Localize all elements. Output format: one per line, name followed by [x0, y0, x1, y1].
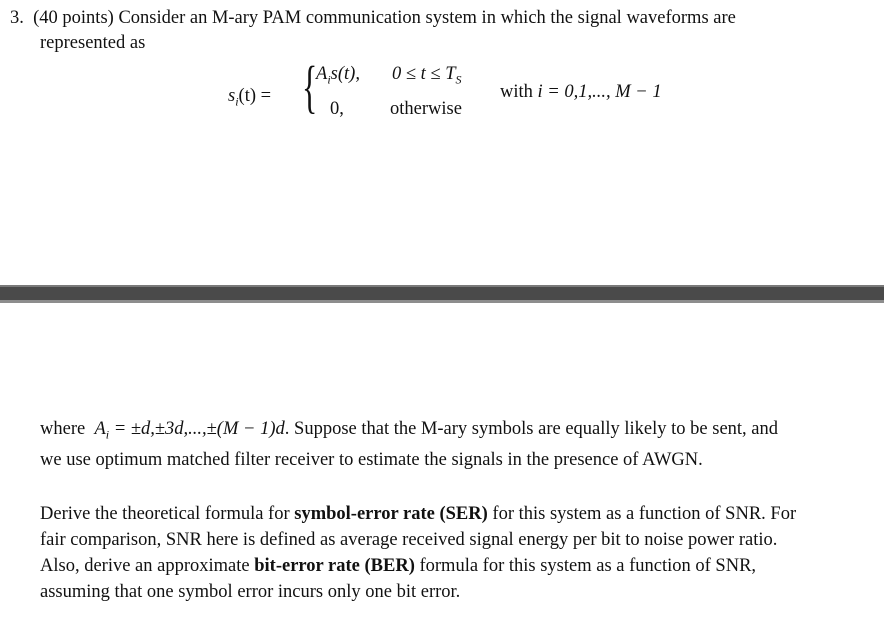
ser-term: symbol-error rate (SER)	[294, 504, 488, 524]
amplitude-values: = ±d,±3d,...,±(M − 1)d	[109, 419, 285, 439]
equation-case2-expr: 0,	[330, 99, 344, 119]
question-header-line2: represented as	[40, 33, 146, 53]
equation-index-range: with i = 0,1,..., M − 1	[500, 82, 662, 102]
question-header-line1: 3. (40 points) Consider an M-ary PAM com…	[10, 6, 736, 30]
separator-bottom	[0, 300, 884, 303]
equation-case2-condition: otherwise	[390, 99, 462, 119]
question-points: (40 points)	[33, 8, 114, 28]
separator-top	[0, 285, 884, 287]
question-intro: Consider an M-ary PAM communication syst…	[118, 8, 736, 28]
ber-term: bit-error rate (BER)	[254, 556, 415, 576]
amplitude-symbol: Ai	[94, 419, 110, 442]
paragraph3-line2: fair comparison, SNR here is defined as …	[40, 530, 778, 550]
equation-lhs: si(t) =	[228, 86, 272, 109]
paragraph3-line1: Derive the theoretical formula for symbo…	[40, 504, 797, 524]
separator-bar	[0, 287, 884, 300]
paragraph2-line2: we use optimum matched filter receiver t…	[40, 450, 703, 470]
equation-brace: {	[302, 54, 318, 119]
paragraph2-line1: where Ai = ±d,±3d,...,±(M − 1)d. Suppose…	[40, 419, 779, 442]
paragraph3-line3: Also, derive an approximate bit-error ra…	[40, 556, 757, 576]
equation-case1-expr: Ais(t),	[316, 64, 360, 87]
equation-case1-condition: 0 ≤ t ≤ TS	[392, 64, 462, 87]
question-number: 3.	[10, 8, 24, 28]
paragraph3-line4: assuming that one symbol error incurs on…	[40, 582, 461, 602]
